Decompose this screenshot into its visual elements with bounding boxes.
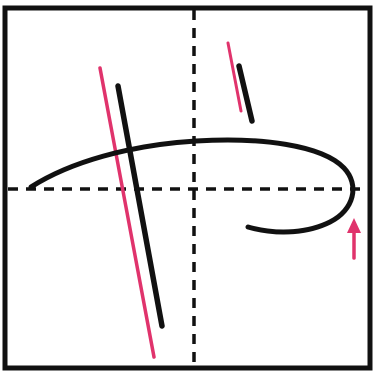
black-stroke-curve: [28, 137, 356, 235]
up-arrow-icon: [347, 218, 361, 260]
pink-guide-stroke-short: [226, 41, 243, 113]
black-stroke-long-diagonal: [115, 83, 165, 329]
black-stroke-short-diagonal: [236, 63, 255, 124]
pink-guide-stroke-long: [98, 66, 156, 359]
